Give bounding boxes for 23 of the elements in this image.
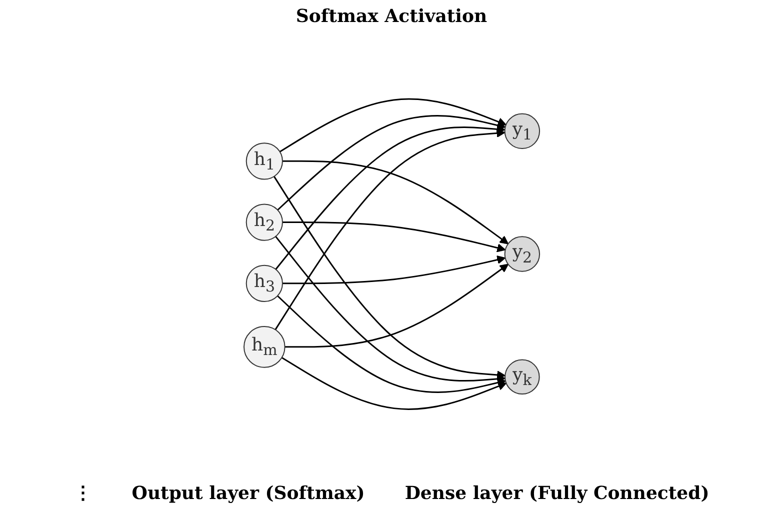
arrow — [276, 296, 506, 394]
node-circle: h$_{1}$ — [246, 143, 283, 180]
arrow — [282, 256, 506, 285]
arrow — [279, 98, 506, 153]
node-circle: h$_{m}$ — [243, 326, 286, 368]
arrow — [282, 222, 506, 253]
node-circle: y$_{2}$ — [504, 236, 540, 272]
arrow — [273, 176, 506, 380]
arrow — [274, 236, 506, 384]
node-circle: h$_{2}$ — [246, 204, 283, 242]
node-circle: h$_{3}$ — [246, 265, 283, 302]
node-circle: y$_{1}$ — [504, 114, 540, 150]
node-circle: y$_{k}$ — [504, 360, 540, 395]
arrow — [282, 160, 508, 245]
arrow — [276, 115, 506, 211]
arrow — [284, 264, 508, 348]
arrow — [274, 129, 505, 330]
arrow — [274, 125, 505, 270]
layer-label: Softmax Activation — [296, 6, 488, 27]
ellipsis-mark: ⋮ — [74, 482, 92, 504]
arrow — [281, 357, 506, 410]
layer-label: Dense layer (Fully Connected) — [404, 482, 710, 504]
layer-label: Output layer (Softmax) — [132, 482, 365, 504]
